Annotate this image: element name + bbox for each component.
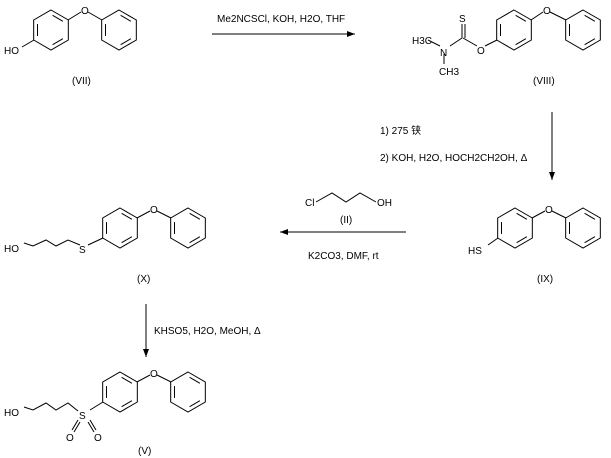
- compound-IX: O HS (IX): [468, 205, 601, 285]
- bonds: [21, 11, 103, 48]
- hydroxyl-label: HO: [4, 46, 19, 57]
- aryl-ring: [102, 207, 138, 249]
- ring-double-bond: [189, 376, 201, 384]
- hydroxyl-label: OH: [377, 198, 392, 209]
- ring-double-bond: [584, 38, 596, 46]
- bonds: [315, 192, 377, 203]
- bonds: [23, 210, 172, 247]
- compound-label: (X): [137, 274, 150, 285]
- sulfur-atom: S: [79, 245, 86, 256]
- ring-outline: [102, 371, 138, 413]
- ring-double-bond: [584, 14, 596, 22]
- nitrogen-atom: N: [440, 48, 447, 59]
- bonds: [427, 11, 567, 64]
- step3-conditions: K2CO3, DMF, rt: [308, 251, 379, 262]
- phenol-ring: [33, 9, 69, 51]
- ring-outline: [33, 9, 69, 51]
- aryl-ring: [102, 371, 138, 413]
- compound-X: O S HO (X): [4, 205, 206, 285]
- ring-outline: [496, 9, 532, 51]
- compound-label: (VII): [72, 76, 91, 87]
- ring-double-bond: [516, 236, 528, 244]
- compound-label: (II): [340, 215, 352, 226]
- ring-outline: [170, 207, 206, 249]
- ester-oxygen: O: [477, 46, 485, 57]
- oxygen-atom: O: [81, 6, 89, 17]
- ring-double-bond: [189, 236, 201, 244]
- ring-outline: [497, 207, 533, 249]
- ether-oxygen: O: [543, 6, 551, 17]
- bonds: [23, 374, 172, 433]
- phenyl-ring: [565, 9, 601, 51]
- ring-outline: [565, 9, 601, 51]
- phenyl-ring: [565, 207, 601, 249]
- compound-label: (IX): [537, 274, 553, 285]
- ring-double-bond: [121, 400, 133, 408]
- ring-double-bond: [189, 212, 201, 220]
- ring-double-bond: [120, 14, 132, 22]
- ring-outline: [565, 207, 601, 249]
- ring-outline: [102, 207, 138, 249]
- sulfonyl-oxygen: O: [66, 433, 74, 444]
- hydroxyl-label: HO: [4, 408, 19, 419]
- hydroxyl-label: HO: [4, 244, 19, 255]
- phenyl-ring: [170, 371, 206, 413]
- sulfonyl-oxygen: O: [94, 433, 102, 444]
- step2-conditions-a: 1) 275 铗: [380, 124, 421, 137]
- sulfonyl-sulfur: S: [79, 411, 86, 422]
- methyl-label: H3C: [412, 36, 432, 47]
- thiol-label: HS: [468, 246, 482, 257]
- compound-VIII: O O S N H3C CH3 (VIII): [412, 6, 601, 87]
- ring-double-bond: [516, 212, 528, 220]
- reagent-II: Cl OH (II): [305, 192, 392, 226]
- phenyl-ring: [101, 9, 137, 51]
- thiophenol-ring: [497, 207, 533, 249]
- phenyl-ring: [170, 207, 206, 249]
- compound-label: (VIII): [533, 76, 555, 87]
- aryl-ring: [496, 9, 532, 51]
- ring-double-bond: [515, 14, 527, 22]
- ring-outline: [170, 371, 206, 413]
- compound-V: O S O O HO (V): [4, 369, 206, 457]
- ring-double-bond: [121, 376, 133, 384]
- ring-double-bond: [121, 212, 133, 220]
- compound-label: (V): [138, 446, 151, 457]
- ring-double-bond: [121, 236, 133, 244]
- bonds: [487, 210, 567, 246]
- oxygen-atom: O: [150, 369, 158, 380]
- oxygen-atom: O: [150, 205, 158, 216]
- ring-double-bond: [52, 38, 64, 46]
- step4-conditions: KHSO5, H2O, MeOH, Δ: [154, 326, 261, 337]
- step1-conditions: Me2NCSCl, KOH, H2O, THF: [217, 14, 345, 25]
- methyl-label: CH3: [439, 67, 459, 78]
- ring-double-bond: [189, 400, 201, 408]
- ring-double-bond: [120, 38, 132, 46]
- step2-conditions-b: 2) KOH, H2O, HOCH2CH2OH, Δ: [380, 153, 528, 164]
- compound-VII: O HO (VII): [4, 6, 137, 87]
- oxygen-atom: O: [545, 205, 553, 216]
- ring-outline: [101, 9, 137, 51]
- ring-double-bond: [515, 38, 527, 46]
- chlorine-atom: Cl: [305, 198, 314, 209]
- thione-sulfur: S: [459, 14, 466, 25]
- ring-double-bond: [584, 212, 596, 220]
- ring-double-bond: [52, 14, 64, 22]
- ring-double-bond: [584, 236, 596, 244]
